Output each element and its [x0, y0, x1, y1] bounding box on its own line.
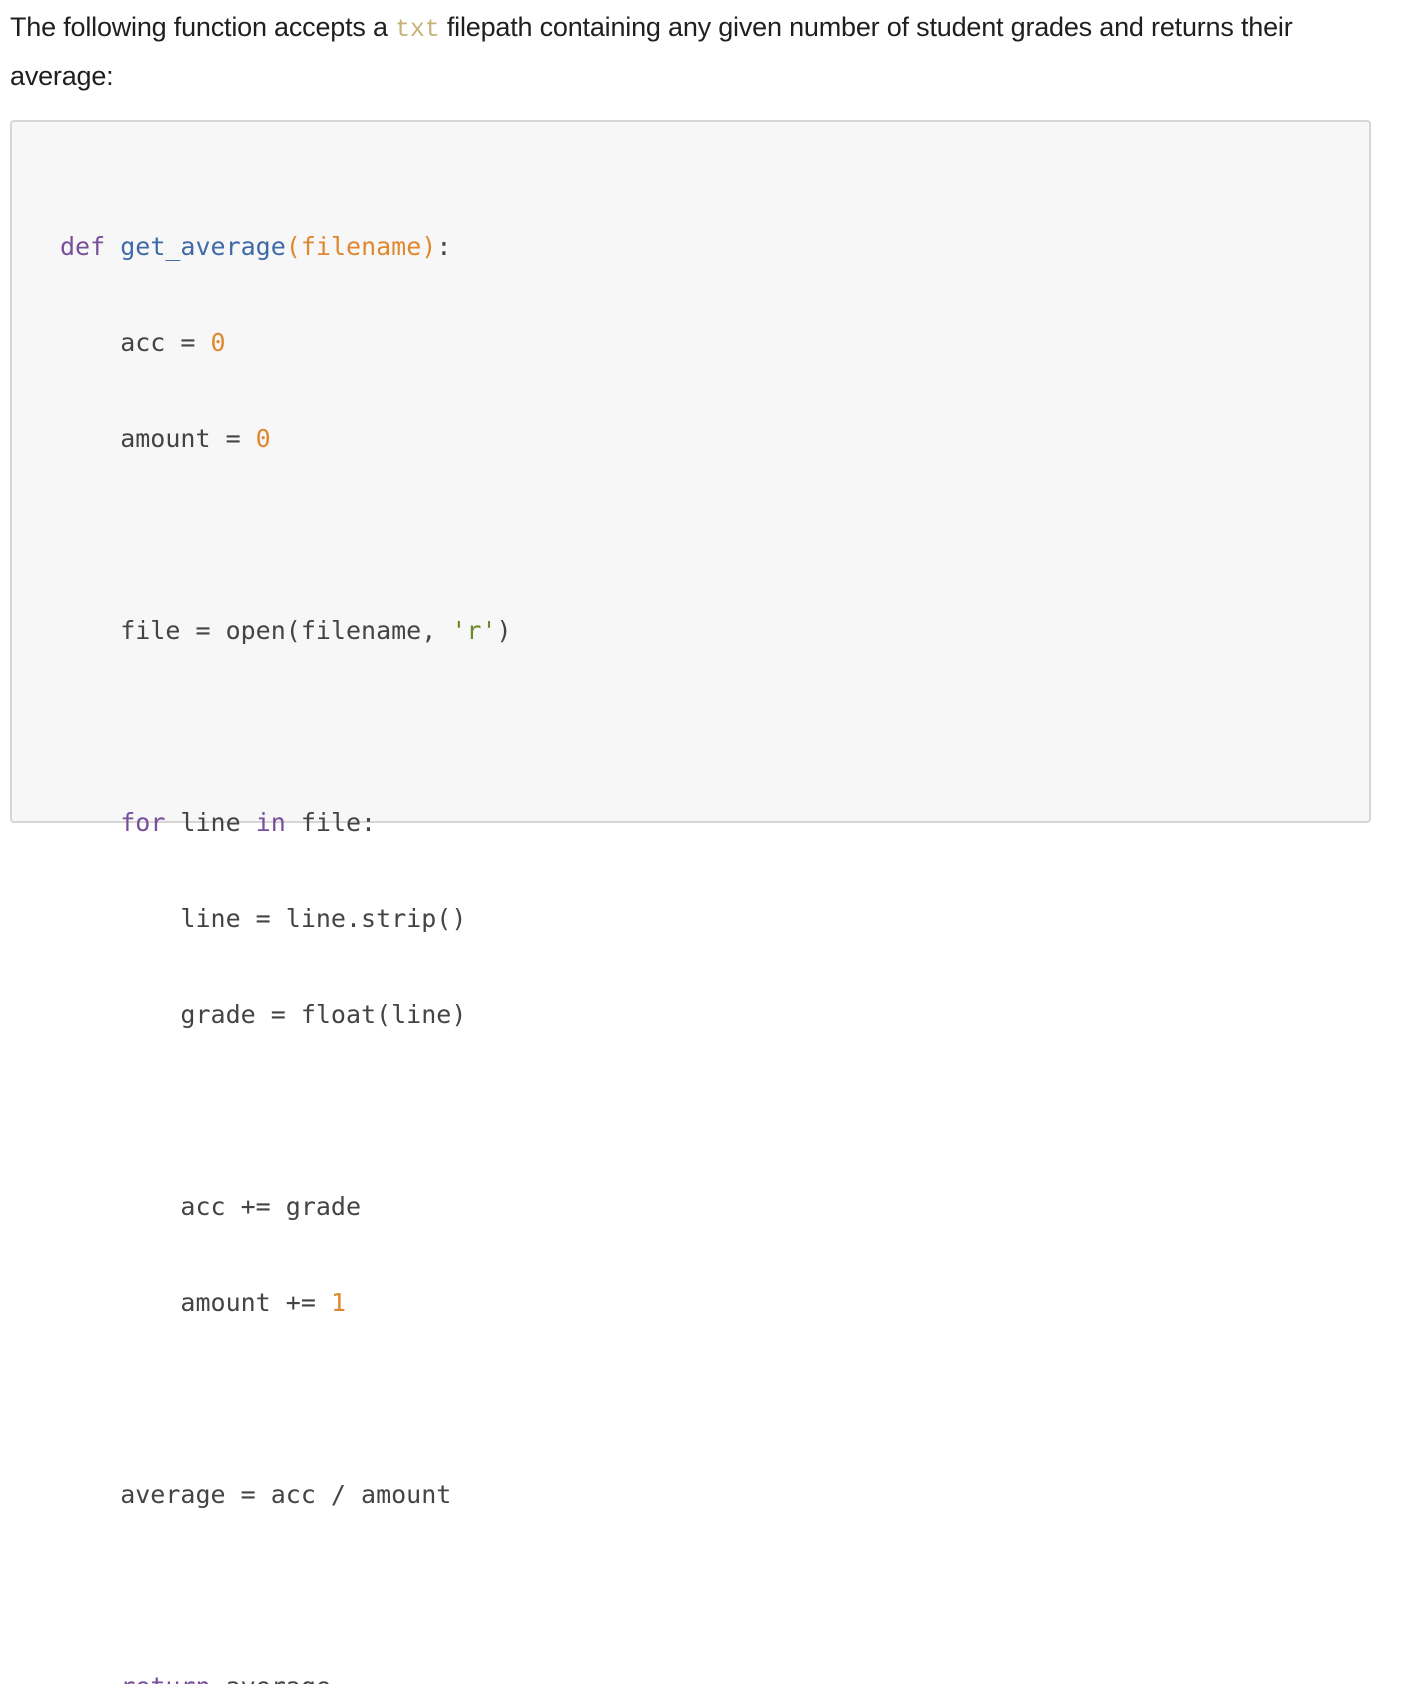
inline-code-txt: txt [395, 15, 440, 44]
keyword-in: in [255, 808, 286, 837]
code-line-strip: line = line.strip() [60, 900, 512, 938]
code-text: amount = [60, 424, 256, 453]
code-text: amount += [60, 1288, 331, 1317]
code-line-grade: grade = float(line) [60, 996, 512, 1034]
keyword-for: for [120, 808, 166, 837]
keyword-def: def [60, 232, 106, 261]
function-name: get_average [120, 232, 286, 261]
code-text: line = line.strip() [60, 904, 467, 933]
intro-text-before: The following function accepts a [10, 12, 396, 42]
code-line-average: average = acc / amount [60, 1476, 512, 1514]
code-blank-line [60, 1572, 512, 1610]
code-line-return: return average [60, 1668, 512, 1684]
parameter: filename [300, 232, 422, 261]
code-text: average = acc / amount [60, 1480, 452, 1509]
code-blank-line [60, 1380, 512, 1418]
code-blank-line [60, 708, 512, 746]
code-text: file = open(filename, [60, 616, 452, 645]
code-line-for: for line in file: [60, 804, 512, 842]
code-text: acc += grade [60, 1192, 362, 1221]
colon: : [436, 232, 452, 261]
code-line-acc: acc = 0 [60, 324, 512, 362]
keyword-return: return [120, 1672, 210, 1684]
number-literal: 1 [330, 1288, 346, 1317]
number-literal: 0 [210, 328, 226, 357]
paren-close: ) [421, 232, 437, 261]
code-blank-line [60, 516, 512, 554]
code-text: ) [496, 616, 512, 645]
code-text: acc = [60, 328, 211, 357]
code-content: def get_average(filename): acc = 0 amoun… [60, 170, 512, 1684]
code-line-def: def get_average(filename): [60, 228, 512, 266]
code-indent [60, 1672, 120, 1684]
intro-paragraph: The following function accepts a txt fil… [10, 4, 1380, 99]
code-text: average [211, 1672, 331, 1684]
code-blank-line [60, 1092, 512, 1130]
code-text: grade = float(line) [60, 1000, 467, 1029]
number-literal: 0 [255, 424, 271, 453]
string-literal: 'r' [451, 616, 497, 645]
code-indent [60, 808, 120, 837]
code-space [105, 232, 120, 261]
code-text: line [165, 808, 256, 837]
paren-open: ( [285, 232, 301, 261]
code-line-open: file = open(filename, 'r') [60, 612, 512, 650]
code-text: file: [285, 808, 377, 837]
intro-text-after: filepath containing any given number of … [10, 12, 1293, 91]
code-line-amount: amount = 0 [60, 420, 512, 458]
code-block: def get_average(filename): acc = 0 amoun… [10, 120, 1371, 1684]
code-line-acc-add: acc += grade [60, 1188, 512, 1226]
code-line-amount-add: amount += 1 [60, 1284, 512, 1322]
